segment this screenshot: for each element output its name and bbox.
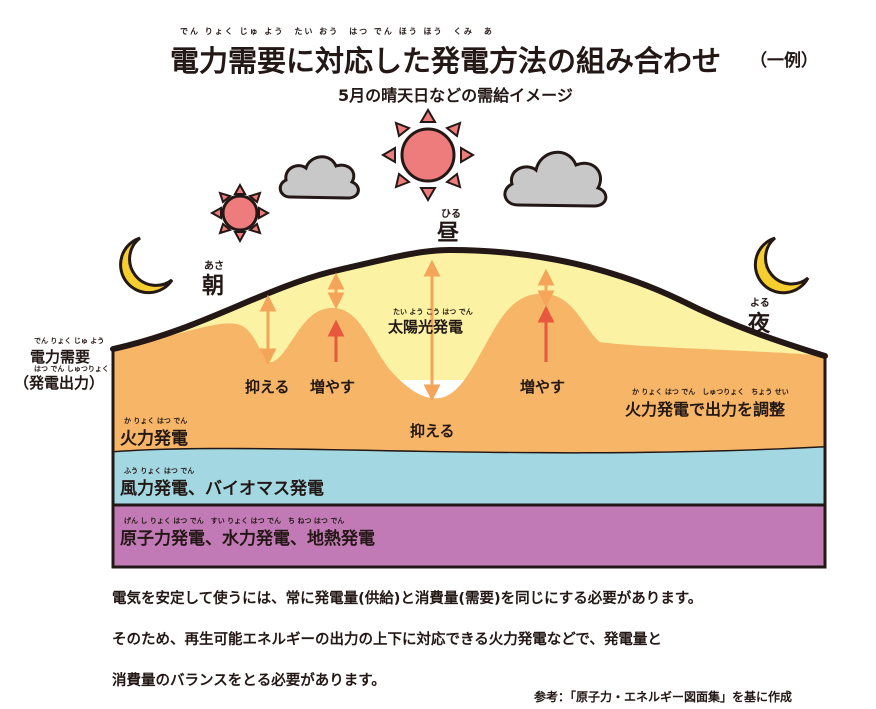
arrow-increase-2 (537, 305, 555, 362)
page-subtitle: 5月の晴天日などの需給イメージ (338, 86, 573, 105)
noon-label: 昼 (437, 221, 460, 246)
demand-sub-ruby: はつ でん しゅつりょく (34, 365, 109, 373)
solar-label: 太陽光発電 (388, 318, 464, 336)
page-title: 電力需要に対応した発電方法の組み合わせ (170, 44, 722, 78)
title-ruby: でん りょく じゅ よう たい おう はつ でん ほう ほう くみ あ (180, 27, 494, 36)
morning-label: 朝 (202, 274, 225, 299)
thermal-band-label: 火力発電 (120, 429, 188, 449)
thermal-adjust-ruby: か りょく はつ でん しゅつりょく ちょう せい (632, 388, 789, 396)
thermal-adjust-label: 火力発電で出力を調整 (625, 400, 786, 419)
cloud-icon-left (278, 155, 360, 200)
body-line-3: 消費量のバランスをとる必要があります。 (112, 673, 386, 689)
increase-label-1: 増やす (310, 378, 356, 396)
sun-icon-small (209, 182, 271, 244)
moon-icon-right (753, 236, 810, 295)
arrow-increase-1 (327, 319, 345, 362)
page-title-suffix: （一例） (750, 51, 818, 71)
suppress-label-1: 抑える (245, 378, 290, 396)
source-note: 参考：「原子力・エネルギー図面集」を基に作成 (534, 690, 793, 704)
arrow-suppress-1 (259, 294, 277, 366)
wind-bio-band-ruby: ふう りょく はつ でん (124, 467, 195, 475)
arrow-increase-2-top (537, 268, 555, 308)
base-band-ruby: げん し りょく はつ でん すい りょく はつ でん ち ねつ はつ でん (124, 517, 345, 525)
base-band-label: 原子力発電、水力発電、地熱発電 (120, 529, 375, 549)
demand-ruby: でん りょく じゅ よう (34, 337, 105, 345)
arrow-suppress-2 (423, 259, 441, 402)
band-base (111, 503, 827, 569)
solar-ruby: たい よう こう はつ でん (393, 308, 473, 316)
night-ruby: よる (750, 298, 770, 309)
demand-sub-label: （発電出力） (14, 374, 105, 392)
body-line-1: 電気を安定して使うには、常に発電量(供給)と消費量(需要)を同じにする必要があり… (112, 591, 703, 607)
sun-icon-large (381, 108, 475, 202)
demand-curve (110, 246, 828, 359)
band-thermal (113, 293, 825, 453)
noon-ruby: ひる (441, 209, 461, 220)
moon-icon-left (119, 236, 174, 295)
wind-bio-band-label: 風力発電、バイオマス発電 (120, 479, 324, 499)
suppress-label-2: 抑える (410, 422, 455, 440)
demand-label: 電力需要 (30, 348, 91, 366)
night-label: 夜 (748, 312, 771, 337)
increase-label-2: 増やす (520, 378, 566, 396)
arrow-increase-1-top (327, 272, 345, 310)
thermal-band-ruby: か りょく はつ でん (124, 417, 188, 425)
body-line-2: そのため、再生可能エネルギーの出力の上下に対応できる火力発電などで、発電量と (112, 632, 662, 648)
morning-ruby: あさ (204, 261, 224, 272)
cloud-icon-right (503, 150, 608, 208)
